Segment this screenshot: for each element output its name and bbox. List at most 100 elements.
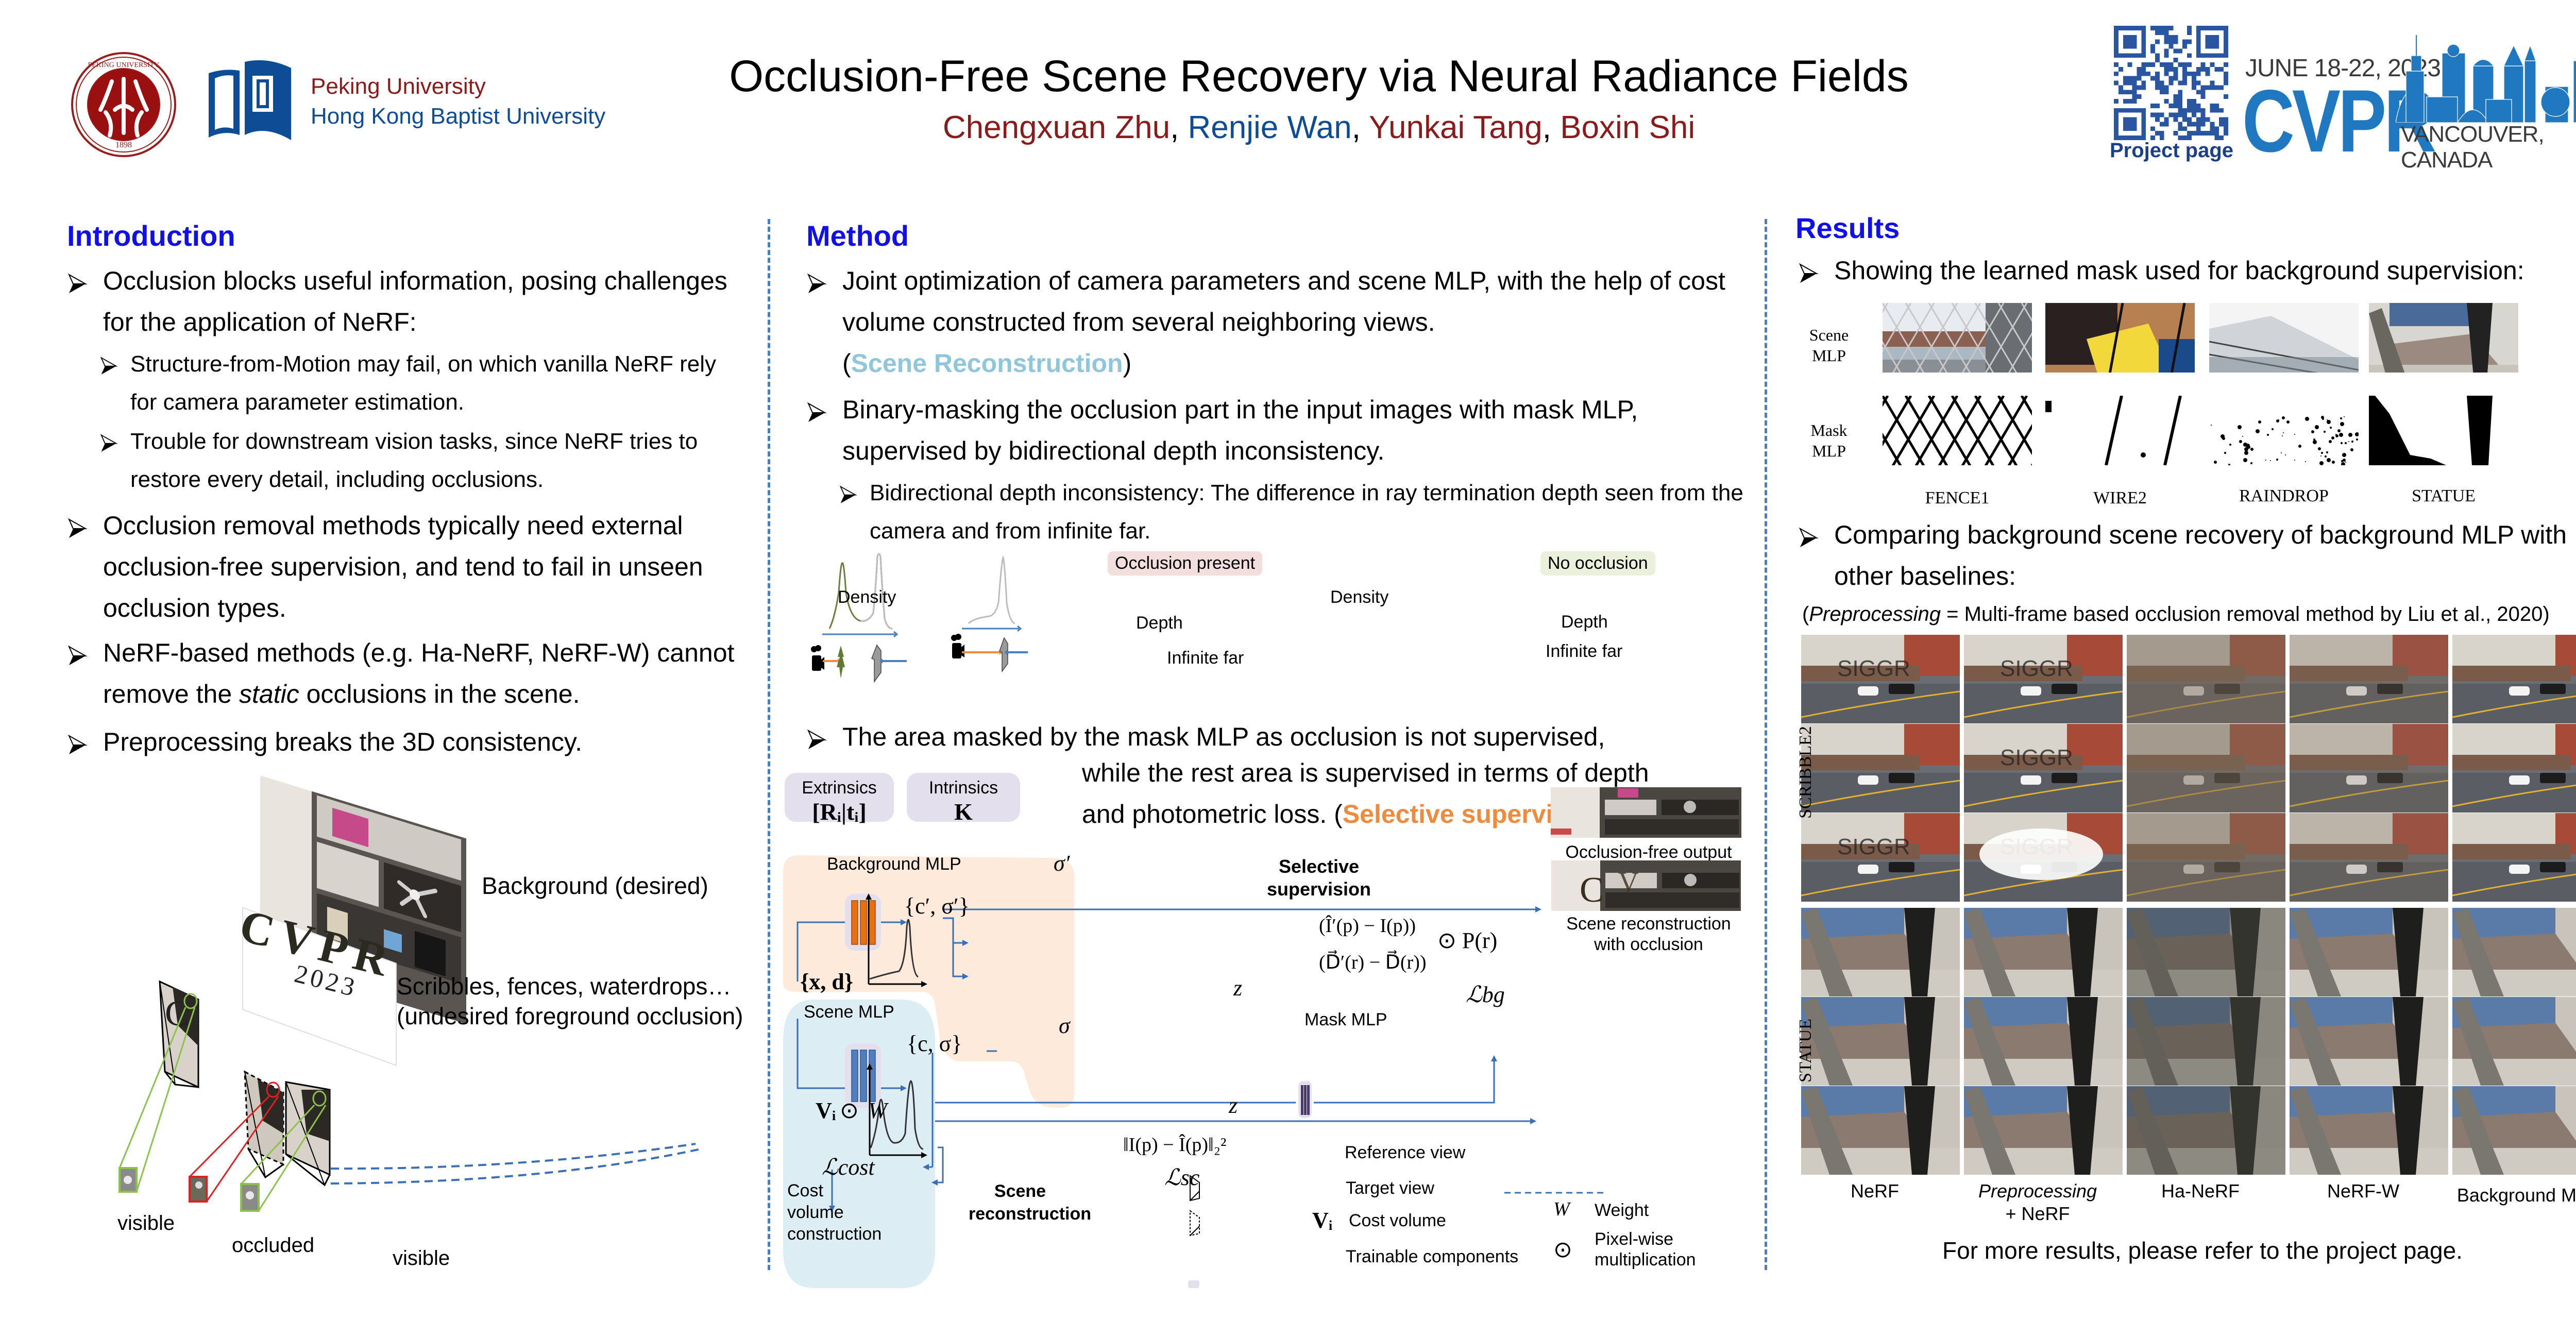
project-page-link[interactable]: Project page xyxy=(2109,139,2234,162)
comparison-image-statue xyxy=(1801,997,1960,1086)
mask-row-label-scene: Scene MLP xyxy=(1809,326,1849,365)
caption-occluded: occluded xyxy=(232,1234,315,1257)
mask-row-label-mask: Mask MLP xyxy=(1810,421,1848,460)
background-mlp-label: Background MLP xyxy=(827,854,961,874)
preprocessing-note: (Preprocessing = Multi-frame based occlu… xyxy=(1802,603,2550,626)
legend-cost-volume: Cost volume xyxy=(1349,1211,1446,1230)
background-loss: ℒbg xyxy=(1466,982,1505,1007)
vancouver-skyline-icon xyxy=(2396,35,2576,123)
pixelwise-multiply-symbol: ⊙ xyxy=(840,1098,859,1123)
note-paren: ( xyxy=(1802,603,1809,625)
mask-multiply-expression: ⊙ P(r) xyxy=(1437,928,1498,953)
bullet-text: Bidirectional depth inconsistency: The d… xyxy=(870,480,1743,544)
z-axis-label: z xyxy=(1229,1093,1238,1118)
comparison-col-label-italic: Preprocessing xyxy=(1978,1180,2097,1202)
bullet-text: Occlusion removal methods typically need… xyxy=(103,511,703,622)
scene-output-symbol: {c, σ} xyxy=(907,1031,962,1056)
bullet-text: Trouble for downstream vision tasks, sin… xyxy=(130,429,698,492)
comparison-image-statue xyxy=(2290,908,2448,996)
depth-axis-label: Depth xyxy=(1561,612,1608,632)
author-name: Renjie Wan xyxy=(1188,110,1352,145)
note-text: = Multi-frame based occlusion removal me… xyxy=(1941,603,2550,625)
comparison-image-statue xyxy=(1801,908,1960,996)
comparison-image-scribble xyxy=(2127,813,2285,902)
bullet-arrow-icon xyxy=(1798,250,1824,291)
mask-thumbnail-wire xyxy=(2045,396,2195,465)
input-symbol: {x, d} xyxy=(800,969,854,994)
bullet-text: Binary-masking the occlusion part in the… xyxy=(842,395,1638,465)
no-occlusion-plot xyxy=(951,555,1028,673)
bullet-arrow-icon xyxy=(99,345,125,383)
comparison-image-statue xyxy=(2127,908,2285,996)
scene-reconstruction-caption: Scene reconstruction xyxy=(969,1181,1092,1224)
bullet-text: while the rest area is supervised in ter… xyxy=(1082,758,1649,787)
bullet-text: The area masked by the mask MLP as occlu… xyxy=(842,722,1605,751)
intro-bullet: Preprocessing breaks the 3D consistency. xyxy=(67,721,747,763)
scene-mlp-label: Scene MLP xyxy=(804,1002,894,1022)
scene-density-plot xyxy=(867,1063,927,1158)
intro-sub-bullet: Trouble for downstream vision tasks, sin… xyxy=(100,422,749,499)
comparison-image-statue xyxy=(2452,1086,2576,1175)
no-occlusion-tag: No occlusion xyxy=(1540,551,1655,576)
author-list: Chengxuan Zhu, Renjie Wan, Yunkai Tang, … xyxy=(0,108,2576,147)
results-bullet: Comparing background scene recovery of b… xyxy=(1799,514,2576,597)
bullet-arrow-icon xyxy=(1798,514,1824,555)
density-axis-label: Density xyxy=(1330,587,1389,607)
bullet-arrow-icon xyxy=(67,260,93,301)
comparison-row-label-scribble: SCRIBBLE2 xyxy=(1796,726,1815,819)
mask-col-label: RAINDROP xyxy=(2239,486,2329,505)
scene-sigma-axis: σ xyxy=(1059,1013,1070,1038)
extrinsics-symbol: [Rᵢ|tᵢ] xyxy=(812,799,867,825)
poster-title: Occlusion-Free Scene Recovery via Neural… xyxy=(729,52,1909,101)
comparison-image-scribble xyxy=(2452,724,2576,813)
comparison-image-scribble xyxy=(2290,635,2448,723)
cost-volume-symbol: Vᵢ xyxy=(816,1098,836,1123)
camera-frustum-view-2 xyxy=(244,1070,284,1179)
comparison-image-scribble: SIGGR xyxy=(1964,813,2123,902)
scene-loss-expression: ‖I(p) − Î(p)‖₂² xyxy=(1123,1134,1227,1156)
mask-thumbnail-raindrop xyxy=(2209,396,2359,465)
bullet-text: Preprocessing breaks the 3D consistency. xyxy=(103,728,583,756)
project-page-qr-code[interactable] xyxy=(2114,26,2228,140)
comparison-col-label: Background MLP xyxy=(2456,1185,2576,1206)
video-camera-icon xyxy=(951,634,964,658)
author-name: Boxin Shi xyxy=(1560,110,1696,145)
background-sigma-axis: σ′ xyxy=(1054,851,1070,876)
comparison-image-statue xyxy=(2290,997,2448,1086)
author-separator: , xyxy=(1170,110,1188,145)
comparison-col-label: NeRF xyxy=(1850,1180,1899,1202)
method-bullet: Joint optimization of camera parameters … xyxy=(807,260,1759,384)
legend-target-view: Target view xyxy=(1346,1178,1434,1198)
comparison-col-label: NeRF-W xyxy=(2327,1180,2399,1202)
infinite-far-label: Infinite far xyxy=(1167,648,1244,668)
scene-reconstruction-output-caption: Scene reconstruction with occlusion xyxy=(1566,914,1731,954)
bullet-text: Showing the learned mask used for backgr… xyxy=(1834,256,2524,285)
target-view-icon xyxy=(1190,1210,1200,1237)
trainable-swatch xyxy=(1188,1280,1199,1288)
occlusion-free-output-caption: Occlusion-free output xyxy=(1565,842,1732,862)
depth-axis-label: Depth xyxy=(1136,613,1183,633)
intro-bullet: Occlusion removal methods typically need… xyxy=(67,505,747,629)
results-heading: Results xyxy=(1795,212,1900,244)
comparison-image-statue xyxy=(2452,908,2576,996)
bullet-text: and photometric loss. xyxy=(1082,800,1327,828)
bullet-arrow-icon xyxy=(806,716,832,757)
comparison-row-label-statue: STATUE xyxy=(1796,1019,1815,1083)
caption-visible: visible xyxy=(393,1247,450,1270)
bullet-arrow-icon xyxy=(839,474,865,512)
legend-trainable-components: Trainable components xyxy=(1346,1247,1519,1266)
svg-text:V: V xyxy=(1618,866,1639,898)
legend-weight: Weight xyxy=(1595,1200,1649,1220)
legend-pixelwise-multiplication: Pixel-wise multiplication xyxy=(1595,1229,1696,1270)
pku-seal-ring-text: PEKING UNIVERSITY xyxy=(88,61,160,69)
extrinsics-box: Extrinsics [Rᵢ|tᵢ] xyxy=(785,773,894,825)
column-divider xyxy=(1765,219,1767,1270)
cost-volume-caption: Cost volume construction xyxy=(787,1181,882,1244)
house-object-icon xyxy=(871,644,882,683)
svg-text:SIGGR: SIGGR xyxy=(2000,656,2073,681)
camera-frustum-view-1: C xyxy=(159,980,199,1089)
intrinsics-box: Intrinsics K xyxy=(907,773,1020,825)
comparison-image-scribble: SIGGR xyxy=(1801,813,1960,902)
svg-text:SIGGR: SIGGR xyxy=(1837,834,1910,859)
comparison-image-statue xyxy=(2127,1086,2285,1175)
